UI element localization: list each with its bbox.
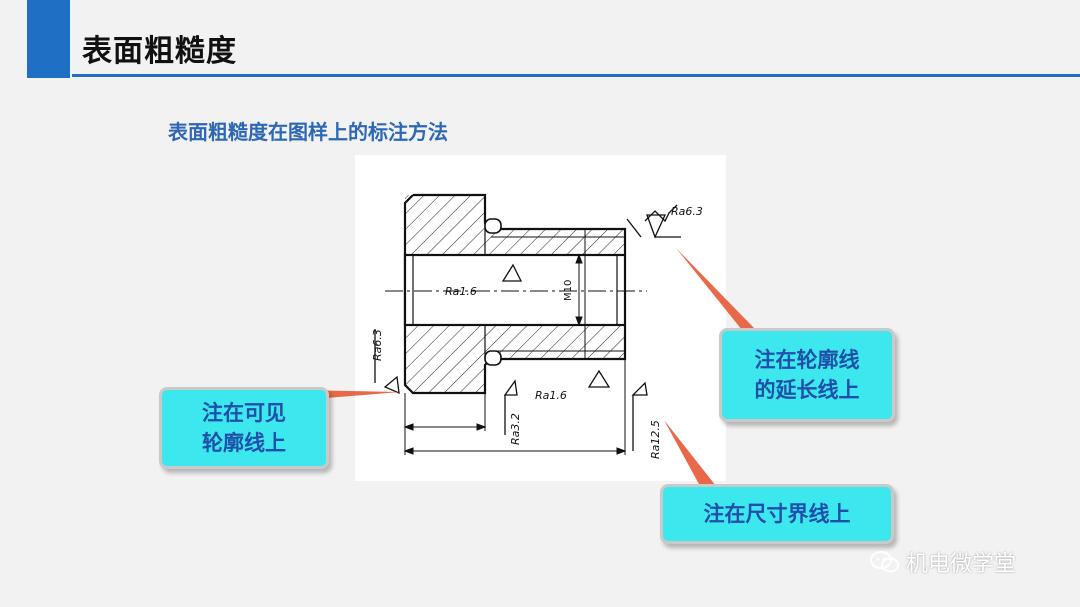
callout-visible-contour: 注在可见 轮廓线上 <box>159 387 329 469</box>
part-outline <box>403 193 627 395</box>
dimension-lines <box>403 253 627 455</box>
slide-title: 表面粗糙度 <box>82 34 237 69</box>
callout-dimension-boundary-line1: 注在尺寸界线上 <box>703 502 851 526</box>
groove-details <box>484 218 502 366</box>
title-underline <box>72 74 1080 77</box>
roughness-label-right-dim: Ra12.5 <box>649 420 662 459</box>
roughness-label-left: Ra6.3 <box>371 329 384 361</box>
title-accent-bar <box>27 0 70 78</box>
callout-visible-contour-line2: 轮廓线上 <box>202 431 286 455</box>
callout-dimension-boundary: 注在尺寸界线上 <box>660 484 894 544</box>
roughness-label-top-right: Ra6.3 <box>671 205 703 218</box>
watermark: 机电微学堂 <box>870 546 1016 578</box>
wechat-icon <box>870 551 899 573</box>
callout-extension-line1: 注在轮廓线 <box>754 348 860 372</box>
callout-visible-contour-line1: 注在可见 <box>202 401 286 425</box>
callout-extension-line2: 的延长线上 <box>754 378 860 402</box>
callout-extension-of-contour: 注在轮廓线 的延长线上 <box>719 328 895 422</box>
drawing-svg: Ra6.3 Ra1.6 Ra1.6 M10 Ra6.3 Ra3.2 Ra12.5 <box>371 193 703 459</box>
slide-subtitle: 表面粗糙度在图样上的标注方法 <box>168 120 448 144</box>
roughness-label-bore: Ra1.6 <box>445 285 477 298</box>
thread-label: M10 <box>563 280 574 301</box>
watermark-text: 机电微学堂 <box>906 552 1017 577</box>
roughness-label-groove: Ra3.2 <box>509 413 522 445</box>
hatched-section-top <box>405 195 625 255</box>
technical-drawing: Ra6.3 Ra1.6 Ra1.6 M10 Ra6.3 Ra3.2 Ra12.5 <box>355 155 726 481</box>
roughness-label-bottom: Ra1.6 <box>535 389 567 402</box>
